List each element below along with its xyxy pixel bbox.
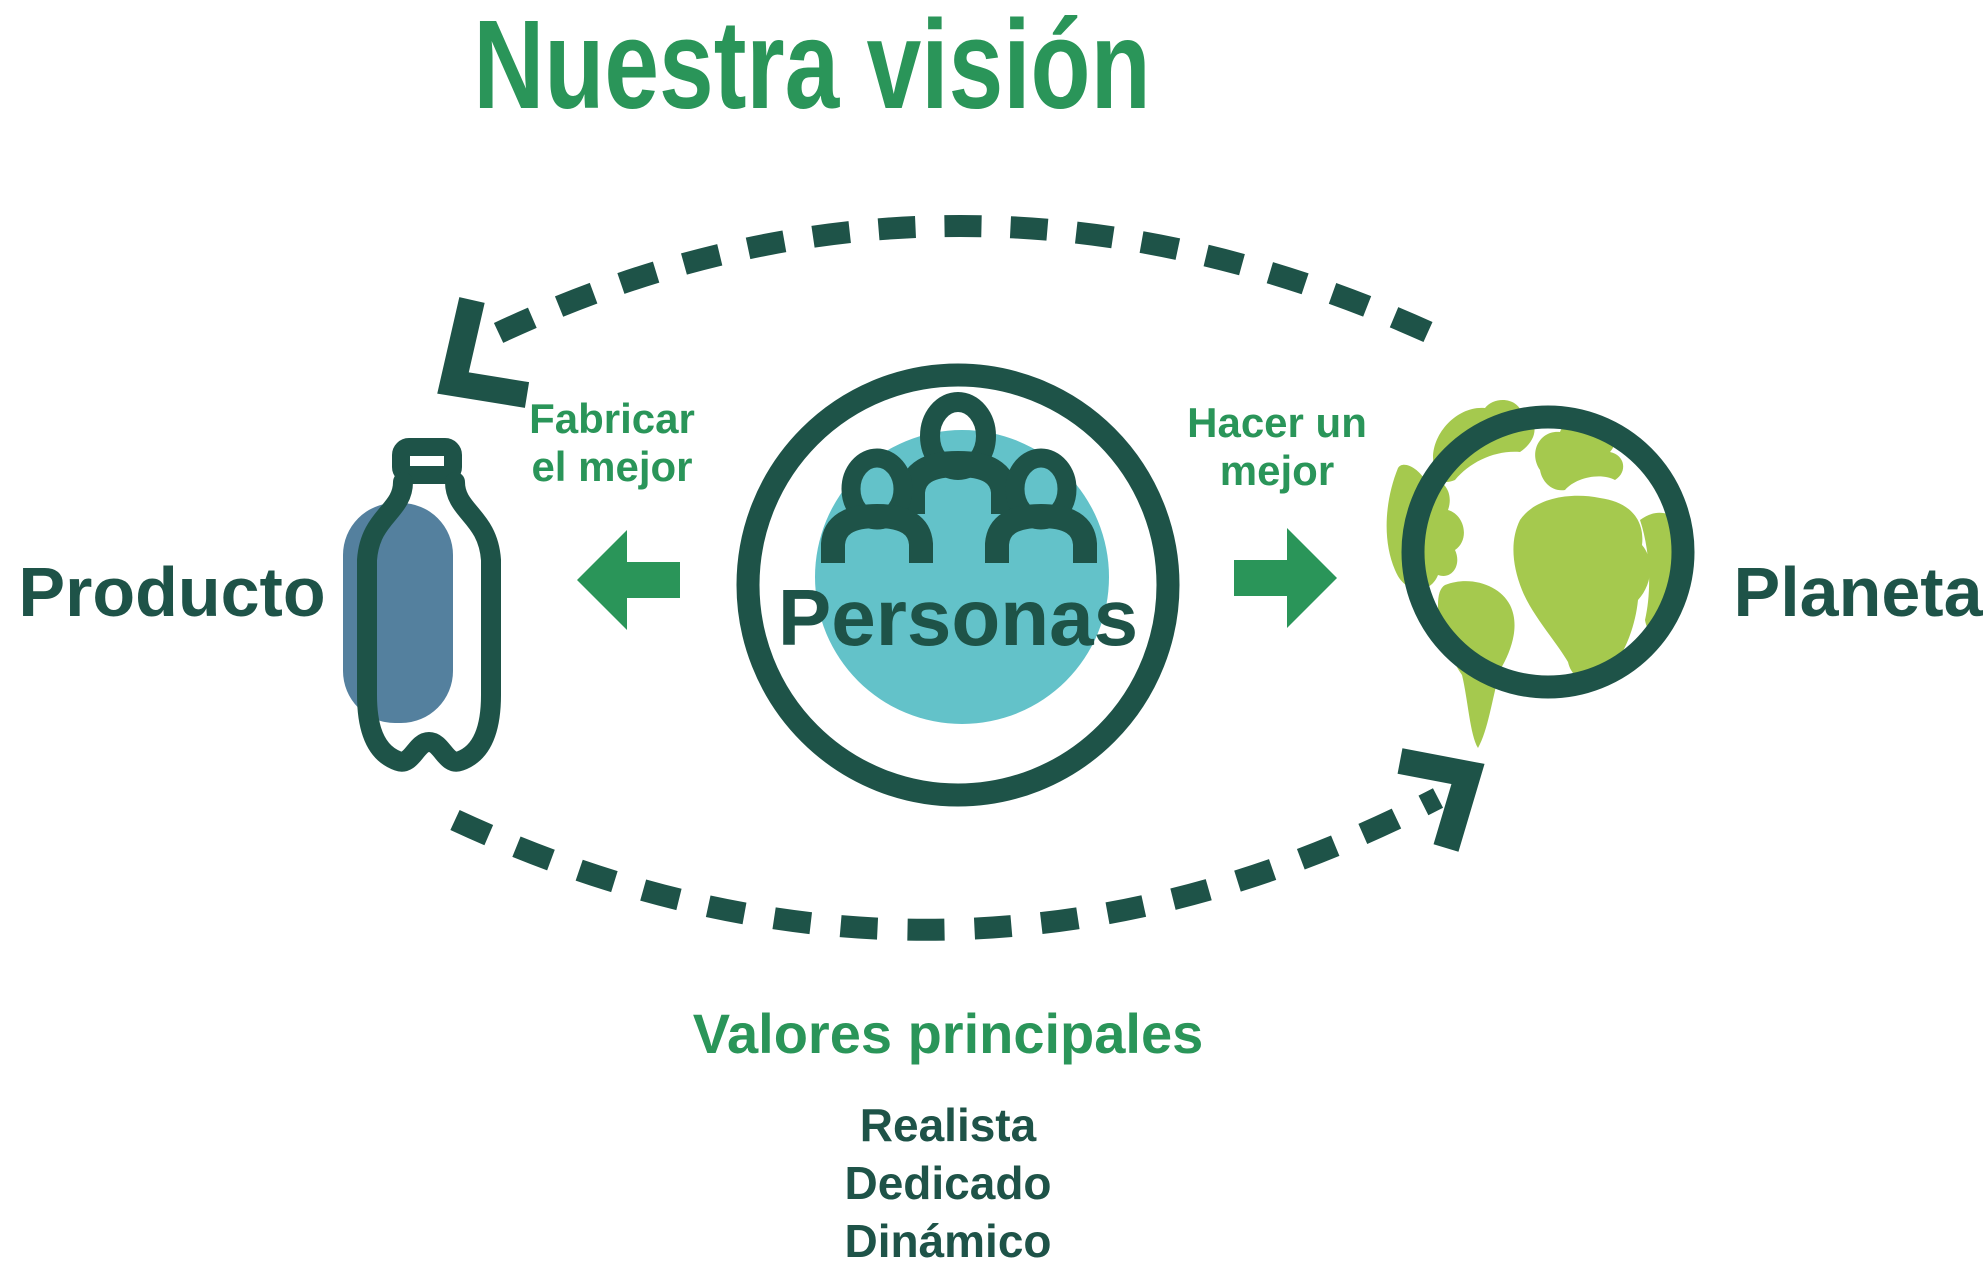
- arrow-left-icon: [577, 530, 680, 630]
- dashed-arc-top-icon: [437, 215, 1433, 408]
- product-label: Producto: [18, 553, 326, 631]
- globe-icon: [1386, 399, 1695, 748]
- core-value-item: Dedicado: [844, 1157, 1052, 1209]
- core-value-item: Realista: [859, 1099, 1037, 1151]
- people-group-icon: [736, 363, 1180, 807]
- people-label: Personas: [777, 573, 1139, 662]
- core-values-list: Realista Dedicado Dinámico: [844, 1096, 1051, 1270]
- flow-label-product: Fabricar el mejor: [529, 395, 695, 491]
- bottle-icon: [343, 438, 501, 772]
- flow-label-planet: Hacer un mejor: [1187, 399, 1367, 495]
- core-values-heading: Valores principales: [692, 1002, 1204, 1065]
- page-title: Nuestra visión: [473, 0, 1151, 135]
- core-value-item: Dinámico: [844, 1215, 1052, 1267]
- dashed-arc-bottom-icon: [450, 748, 1485, 941]
- arrow-right-icon: [1234, 528, 1337, 628]
- planet-label: Planeta: [1733, 553, 1983, 631]
